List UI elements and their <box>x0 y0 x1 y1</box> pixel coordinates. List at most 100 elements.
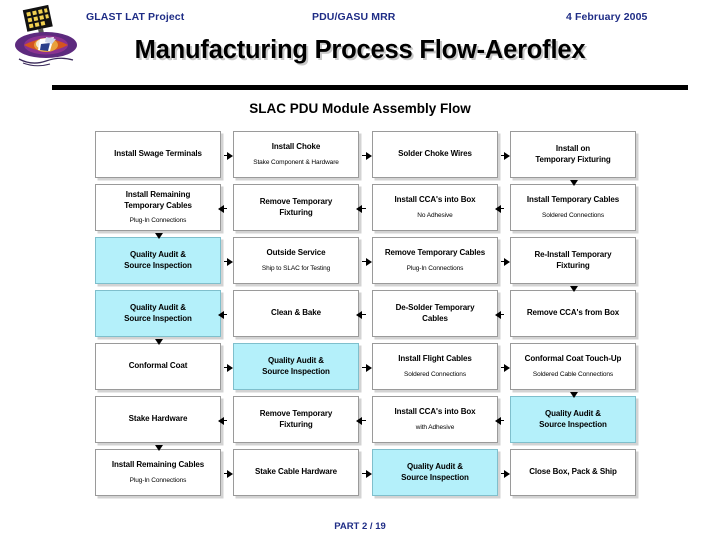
arrow-head-icon <box>366 151 372 160</box>
slide-footer-part-label: PART 2 / 19 <box>334 521 386 532</box>
arrow-head-icon <box>366 257 372 266</box>
flow-arrow-horizontal <box>224 363 233 372</box>
arrow-head-icon <box>218 204 224 213</box>
flow-arrow-horizontal <box>224 469 233 478</box>
arrow-head-icon <box>366 469 372 478</box>
flow-arrow-horizontal <box>356 204 366 213</box>
flow-arrow-horizontal <box>362 363 372 372</box>
flow-node-sublabel: Soldered Connections <box>542 211 604 219</box>
flow-node: Quality Audit &Source Inspection <box>95 290 221 337</box>
flow-arrow-horizontal <box>362 469 372 478</box>
arrow-head-icon <box>504 257 510 266</box>
flow-node: Stake Hardware <box>95 396 221 443</box>
flow-node: Quality Audit &Source Inspection <box>372 449 498 496</box>
flow-arrow-horizontal <box>495 416 504 425</box>
arrow-head-icon <box>218 310 224 319</box>
flow-node-label: Install Choke <box>271 142 321 152</box>
flow-node-label: Install Swage Terminals <box>114 149 202 159</box>
flow-arrow-horizontal <box>356 416 366 425</box>
flow-arrow-horizontal <box>501 257 510 266</box>
flow-node-sublabel: with Adhesive <box>415 423 455 431</box>
flow-node: Quality Audit &Source Inspection <box>95 237 221 284</box>
flow-node-label: Outside Service <box>266 248 326 258</box>
flow-node-label: Quality Audit &Source Inspection <box>539 409 607 429</box>
flow-node: Clean & Bake <box>233 290 359 337</box>
flow-node-label: Install Remaining Cables <box>111 460 205 470</box>
flow-arrow-horizontal <box>362 257 372 266</box>
arrow-head-icon <box>569 286 578 292</box>
flow-arrow-horizontal <box>495 310 504 319</box>
flow-node: Stake Cable Hardware <box>233 449 359 496</box>
arrow-head-icon <box>495 416 501 425</box>
arrow-head-icon <box>504 469 510 478</box>
flow-arrow-horizontal <box>224 151 233 160</box>
flow-node-label: Quality Audit &Source Inspection <box>124 303 192 323</box>
flow-node-label: Quality Audit &Source Inspection <box>124 250 192 270</box>
arrow-head-icon <box>569 180 578 186</box>
header-review-label: PDU/GASU MRR <box>312 11 396 23</box>
flow-node-label: Install Flight Cables <box>398 354 472 364</box>
flow-node-sublabel: Ship to SLAC for Testing <box>261 264 331 272</box>
flow-node-label: Solder Choke Wires <box>398 149 472 159</box>
flow-node-label: Install Temporary Cables <box>526 195 620 205</box>
slide-header: GLAST LAT Project PDU/GASU MRR 4 Februar… <box>0 0 720 92</box>
flow-arrow-horizontal <box>501 363 510 372</box>
flow-arrow-horizontal <box>224 257 233 266</box>
page-title: Manufacturing Process Flow-Aeroflex <box>134 36 586 64</box>
flow-arrow-horizontal <box>356 310 366 319</box>
flow-diagram-title: SLAC PDU Module Assembly Flow <box>249 101 471 116</box>
arrow-head-icon <box>495 204 501 213</box>
flow-node-label: Install CCA's into Box <box>394 407 476 417</box>
arrow-head-icon <box>154 339 163 345</box>
arrow-head-icon <box>495 310 501 319</box>
flow-arrow-horizontal <box>218 416 227 425</box>
arrow-head-icon <box>356 416 362 425</box>
arrow-head-icon <box>218 416 224 425</box>
flow-node-label: Remove Temporary Cables <box>384 248 486 258</box>
flow-node: Close Box, Pack & Ship <box>510 449 636 496</box>
flow-node: Conformal Coat <box>95 343 221 390</box>
arrow-head-icon <box>356 310 362 319</box>
arrow-head-icon <box>227 257 233 266</box>
arrow-head-icon <box>504 363 510 372</box>
title-divider <box>52 85 688 90</box>
flow-node-label: Conformal Coat Touch-Up <box>524 354 622 364</box>
flow-arrow-horizontal <box>495 204 504 213</box>
flow-node-label: Stake Hardware <box>128 414 188 424</box>
flow-node: Install CCA's into Box with Adhesive <box>372 396 498 443</box>
flow-node-sublabel: No Adhesive <box>417 211 453 219</box>
flow-node: Quality Audit &Source Inspection <box>233 343 359 390</box>
flow-node: Solder Choke Wires <box>372 131 498 178</box>
flow-arrow-horizontal <box>501 469 510 478</box>
arrow-head-icon <box>227 151 233 160</box>
glast-lat-logo <box>10 4 82 72</box>
flow-node-sublabel: Plug-In Connections <box>129 217 187 224</box>
arrow-head-icon <box>504 151 510 160</box>
arrow-head-icon <box>356 204 362 213</box>
flow-node-sublabel: Soldered Connections <box>404 370 466 378</box>
flow-node-label: Quality Audit &Source Inspection <box>262 356 330 376</box>
flow-node-sublabel: Stake Component & Hardware <box>253 158 339 166</box>
flow-node: Install Swage Terminals <box>95 131 221 178</box>
flow-node-label: Conformal Coat <box>128 361 188 371</box>
arrow-head-icon <box>227 469 233 478</box>
flow-node-sublabel: Soldered Cable Connections <box>532 370 614 378</box>
flow-node-label: Close Box, Pack & Ship <box>529 467 617 477</box>
